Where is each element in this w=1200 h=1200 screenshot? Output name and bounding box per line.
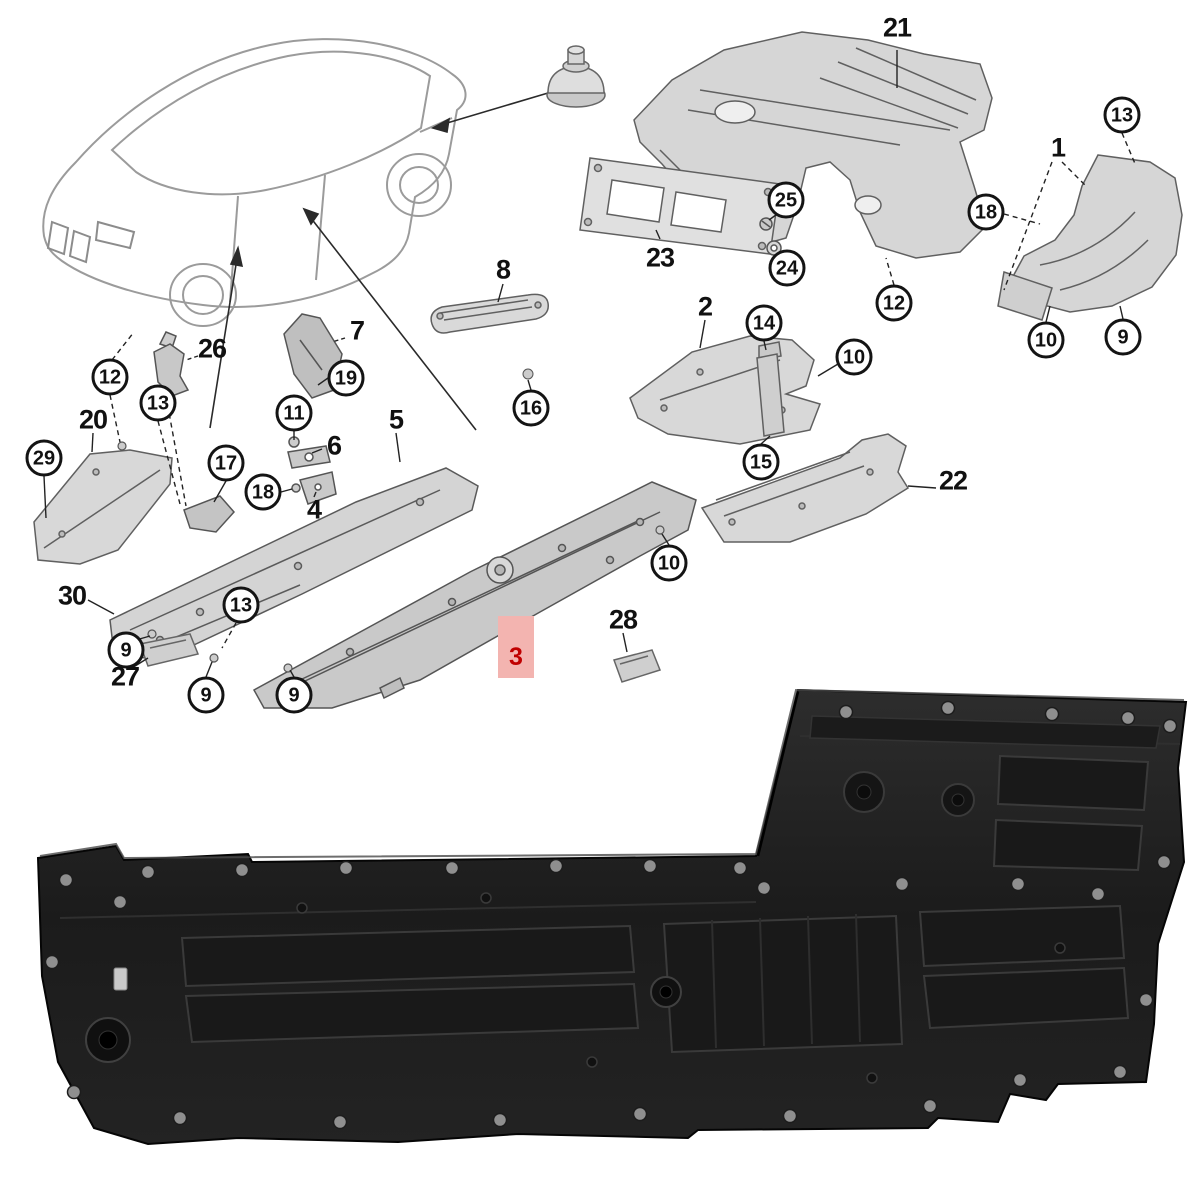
panel-ribs (711, 913, 861, 1049)
part-1-shape (997, 154, 1183, 321)
part-26-shape (153, 331, 190, 397)
part-7-shape (283, 313, 343, 399)
panel-white-clip (113, 967, 128, 991)
grille-kidneys (46, 220, 136, 264)
car-pointer-lines (209, 92, 549, 431)
part-grommet (546, 45, 606, 108)
panel-recess-channels (180, 754, 1150, 1054)
part-23-shape (579, 157, 781, 255)
part-3-shape (252, 481, 697, 709)
panel-screws (44, 700, 1178, 1130)
part-27-shape (138, 633, 200, 667)
part-20-shape (33, 449, 173, 565)
car-sketch (42, 38, 467, 327)
part-2-shape (629, 335, 821, 445)
part-8-shape (430, 293, 549, 334)
panel-bosses (85, 771, 975, 1063)
screw-16 (522, 368, 534, 380)
panel-rivets (296, 892, 1066, 1084)
part-22-shape (700, 433, 910, 543)
part-17-shape (183, 495, 236, 533)
callout-leader-lines (43, 50, 1137, 678)
part-28-shape (613, 649, 661, 683)
part-6-4-11-shapes (287, 436, 337, 505)
underfloor-panel-photo (36, 688, 1188, 1146)
